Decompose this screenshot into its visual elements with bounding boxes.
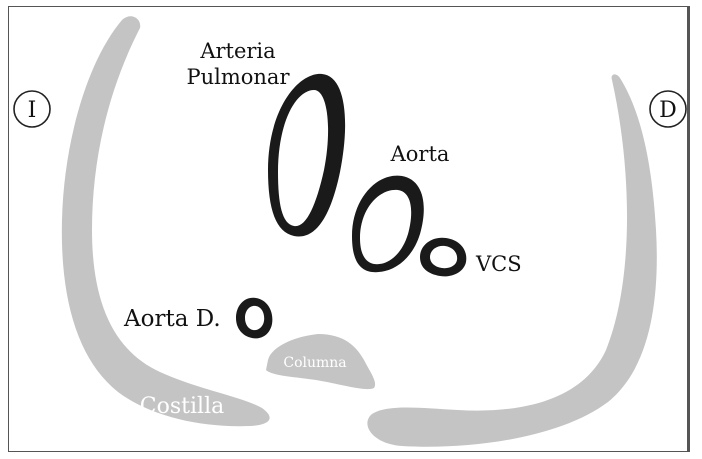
vcs-label: VCS: [475, 252, 522, 276]
pulmonary-artery-label-line2: Pulmonar: [186, 65, 290, 89]
side-left-label: I: [28, 98, 37, 123]
side-right-label: D: [659, 98, 677, 123]
descending-aorta-label: Aorta D.: [123, 306, 221, 332]
rib-label: Costilla: [140, 394, 224, 419]
vcs-vessel: [420, 238, 466, 277]
descending-aorta-vessel: [236, 298, 272, 339]
spine-label: Columna: [283, 355, 346, 371]
aorta-label: Aorta: [390, 142, 450, 166]
pulmonary-artery-label-line1: Arteria: [199, 39, 275, 63]
aorta-vessel: [352, 176, 424, 273]
pulmonary-artery-vessel: [268, 74, 345, 237]
